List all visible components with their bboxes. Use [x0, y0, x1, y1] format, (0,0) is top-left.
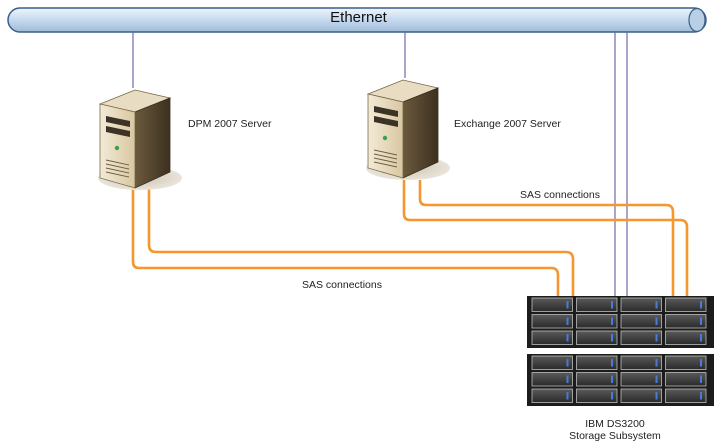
sas-connections-label-exchange: SAS connections: [520, 189, 600, 201]
dpm-server-label: DPM 2007 Server: [188, 118, 272, 130]
storage-label-line1: IBM DS3200: [585, 418, 645, 430]
drive-led: [566, 375, 569, 383]
drive-bay: [531, 314, 573, 329]
dpm-server-icon: [98, 89, 182, 190]
drive-bay: [576, 330, 618, 345]
drive-bay: [665, 388, 707, 403]
drive-led: [566, 359, 569, 367]
drive-led: [611, 317, 613, 325]
ethernet-drop-lines: [132, 32, 628, 300]
drive-bay: [576, 297, 618, 312]
sas-cables-exchange: [402, 180, 689, 298]
drive-bay: [665, 297, 707, 312]
drive-bay: [620, 297, 662, 312]
drive-bay: [576, 372, 618, 387]
storage-enclosure-top: [527, 296, 714, 348]
drive-led: [566, 334, 569, 342]
drive-led: [566, 301, 569, 309]
drive-bay: [620, 330, 662, 345]
drive-bay: [531, 388, 573, 403]
drive-led: [700, 317, 702, 325]
drive-bay: [576, 388, 618, 403]
drive-bay: [531, 297, 573, 312]
drive-bay: [531, 355, 573, 370]
drive-led: [655, 301, 658, 309]
drive-bay: [620, 388, 662, 403]
drive-led: [566, 392, 569, 400]
exchange-server-icon: [366, 79, 450, 180]
drive-led: [611, 301, 613, 309]
drive-bay: [620, 372, 662, 387]
drive-led: [655, 334, 658, 342]
drive-led: [700, 392, 702, 400]
drive-bay: [665, 355, 707, 370]
drive-bay: [665, 314, 707, 329]
drive-led: [700, 334, 702, 342]
storage-enclosure-bottom: [527, 354, 714, 406]
exchange-server-label: Exchange 2007 Server: [454, 118, 561, 130]
drive-bay: [576, 314, 618, 329]
drive-bay: [665, 330, 707, 345]
drive-bay: [620, 314, 662, 329]
drive-bay: [531, 330, 573, 345]
drive-led: [611, 375, 613, 383]
sas-cables-dpm: [131, 188, 575, 298]
drive-led: [655, 375, 658, 383]
drive-bay: [576, 355, 618, 370]
drive-led: [700, 375, 702, 383]
ethernet-bus: [7, 7, 707, 33]
drive-led: [655, 359, 658, 367]
ethernet-label: Ethernet: [330, 9, 387, 26]
sas-connections-label-dpm: SAS connections: [302, 279, 382, 291]
drive-led: [700, 301, 702, 309]
drive-led: [611, 359, 613, 367]
drive-led: [700, 359, 702, 367]
drive-led: [655, 392, 658, 400]
drive-led: [611, 392, 613, 400]
storage-label-line2: Storage Subsystem: [569, 430, 661, 442]
drive-led: [655, 317, 658, 325]
drive-led: [566, 317, 569, 325]
drive-bay: [665, 372, 707, 387]
storage-label: IBM DS3200 Storage Subsystem: [560, 418, 670, 442]
drive-bay: [531, 372, 573, 387]
drive-led: [611, 334, 613, 342]
storage-subsystem-icon: [527, 296, 714, 406]
drive-bay: [620, 355, 662, 370]
